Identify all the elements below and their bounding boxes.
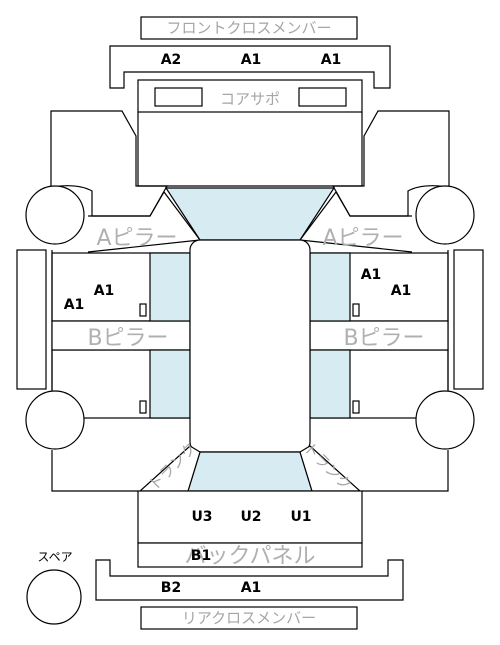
- b-pillar-left-label: Bピラー: [87, 326, 168, 351]
- front-windshield: [164, 187, 336, 241]
- a-pillar-right: [298, 190, 413, 253]
- front-cross-member: [109, 45, 391, 89]
- right-rear-side-window: [309, 349, 351, 419]
- core-support-label: コアサポ: [220, 90, 280, 108]
- b-pillar-right-label: Bピラー: [343, 326, 424, 351]
- grade-rear-cross-center: A1: [241, 580, 262, 596]
- left-front-side-window: [149, 252, 191, 322]
- grade-rear-floor-center: U2: [240, 509, 261, 525]
- b-pillar-right: [309, 320, 449, 351]
- grade-rear-floor-right: U1: [290, 509, 311, 525]
- grade-left-door-upper: A1: [94, 283, 115, 299]
- wheel-front-left: [25, 185, 85, 245]
- rear-windshield: [187, 451, 313, 492]
- left-rocker-panel: [16, 249, 47, 390]
- grade-right-door-upper: A1: [361, 267, 382, 283]
- right-rocker-panel: [453, 249, 484, 390]
- back-panel: [137, 542, 363, 568]
- right-front-side-window: [309, 252, 351, 322]
- rear-floor: [137, 490, 363, 544]
- grade-left-door-lower: A1: [64, 297, 85, 313]
- right-front-door-handle: [352, 303, 360, 317]
- wheel-rear-right: [415, 390, 475, 450]
- spare-label: スペア: [37, 550, 72, 564]
- grade-front-cross-center: A1: [241, 52, 262, 68]
- roof: [189, 239, 311, 453]
- rear-cross-member-label-box: [140, 606, 358, 630]
- headlight-right: [298, 87, 347, 107]
- wheel-front-right: [415, 185, 475, 245]
- wheel-rear-left: [25, 390, 85, 450]
- grade-front-cross-left: A2: [161, 52, 182, 68]
- a-pillar-left-label: Aピラー: [96, 226, 177, 251]
- front-cross-member-label: フロントクロスメンバー: [166, 19, 331, 37]
- a-pillar-left: [87, 190, 202, 253]
- b-pillar-left: [51, 320, 191, 351]
- front-cross-member-label-box: [140, 16, 358, 40]
- grade-rear-floor-left: U3: [191, 509, 212, 525]
- left-front-door-handle: [139, 303, 147, 317]
- right-rear-door-handle: [352, 400, 360, 414]
- rear-cross-member: [95, 559, 404, 601]
- spare-tire: [26, 569, 82, 625]
- headlight-left: [154, 87, 203, 107]
- back-panel-label: バックパネル: [185, 544, 316, 569]
- grade-right-door-lower: A1: [391, 283, 412, 299]
- hood: [137, 112, 363, 187]
- grade-rear-cross-left: B2: [161, 580, 181, 596]
- left-rear-side-window: [149, 349, 191, 419]
- core-support: [137, 79, 363, 113]
- rear-cross-member-label: リアクロスメンバー: [182, 609, 316, 627]
- left-rear-door-handle: [139, 400, 147, 414]
- grade-back-panel: B1: [191, 548, 211, 564]
- grade-front-cross-right: A1: [321, 52, 342, 68]
- a-pillar-right-label: Aピラー: [322, 226, 403, 251]
